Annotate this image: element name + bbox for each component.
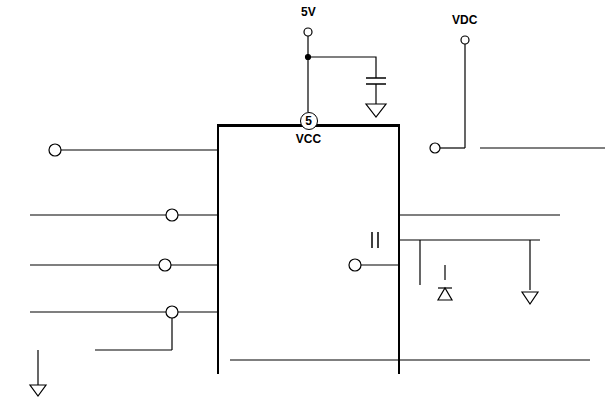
ic-body: VCC (217, 124, 400, 374)
pin-circle: 5 (300, 112, 318, 130)
diode-symbol (438, 288, 452, 300)
ground-symbol (366, 104, 386, 117)
supply-terminal (304, 28, 312, 36)
supply-label: 5V (300, 6, 317, 18)
pin-name: VCC (219, 133, 398, 145)
supply-terminal (461, 36, 469, 44)
supply-label: VDC (451, 14, 478, 26)
pin-number: 5 (305, 115, 312, 127)
